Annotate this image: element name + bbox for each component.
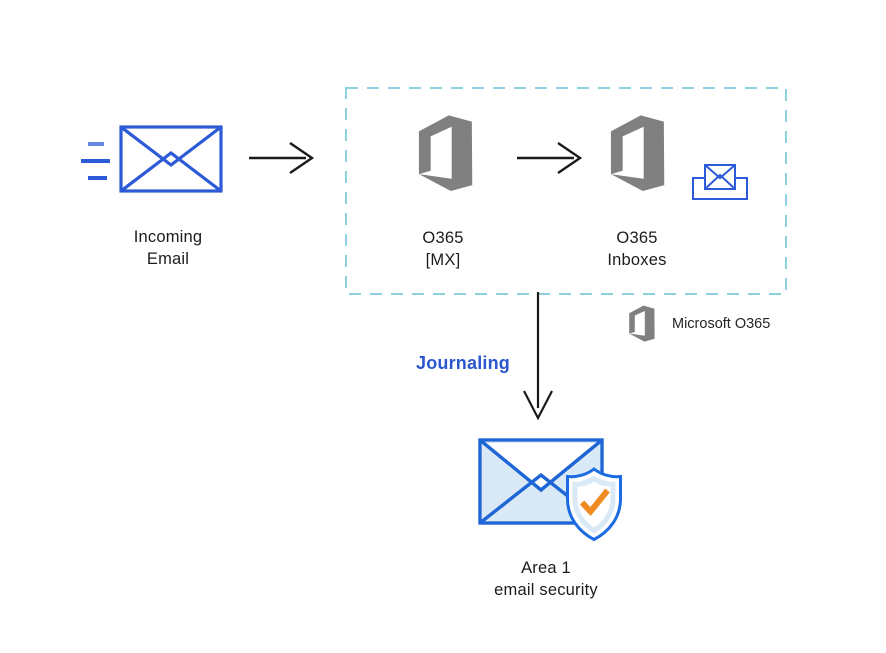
- incoming-email-label-line1: Incoming: [133, 228, 203, 246]
- office-logo-icon: [629, 305, 655, 342]
- journaling-label: Journaling: [415, 353, 510, 373]
- o365-mx-label-line1: O365: [422, 229, 464, 247]
- legend-label: Microsoft O365: [672, 316, 771, 332]
- o365-dashed-boundary-box: [345, 87, 787, 295]
- o365-mx-label: O365 [MX]: [383, 227, 503, 271]
- office-logo-icon: [418, 115, 473, 191]
- incoming-email-label: Incoming Email: [98, 226, 238, 270]
- o365-inboxes-label: O365 Inboxes: [577, 227, 697, 271]
- o365-inboxes-label-line2: Inboxes: [607, 251, 667, 269]
- arrow-down-icon: [523, 292, 553, 421]
- area1-label-line2: email security: [494, 581, 598, 599]
- area1-label: Area 1 email security: [446, 557, 646, 601]
- o365-inboxes-label-line1: O365: [616, 229, 658, 247]
- area1-label-line1: Area 1: [521, 559, 571, 577]
- incoming-email-icon: [81, 125, 223, 193]
- office-logo-icon: [610, 115, 665, 191]
- arrow-right-icon: [249, 142, 315, 174]
- arrow-right-icon: [517, 142, 583, 174]
- o365-mx-label-line2: [MX]: [425, 251, 461, 269]
- incoming-email-label-line2: Email: [146, 250, 190, 268]
- shield-check-icon: [566, 467, 622, 542]
- area1-email-security-icon: [478, 438, 622, 542]
- inbox-envelope-icon: [692, 164, 748, 200]
